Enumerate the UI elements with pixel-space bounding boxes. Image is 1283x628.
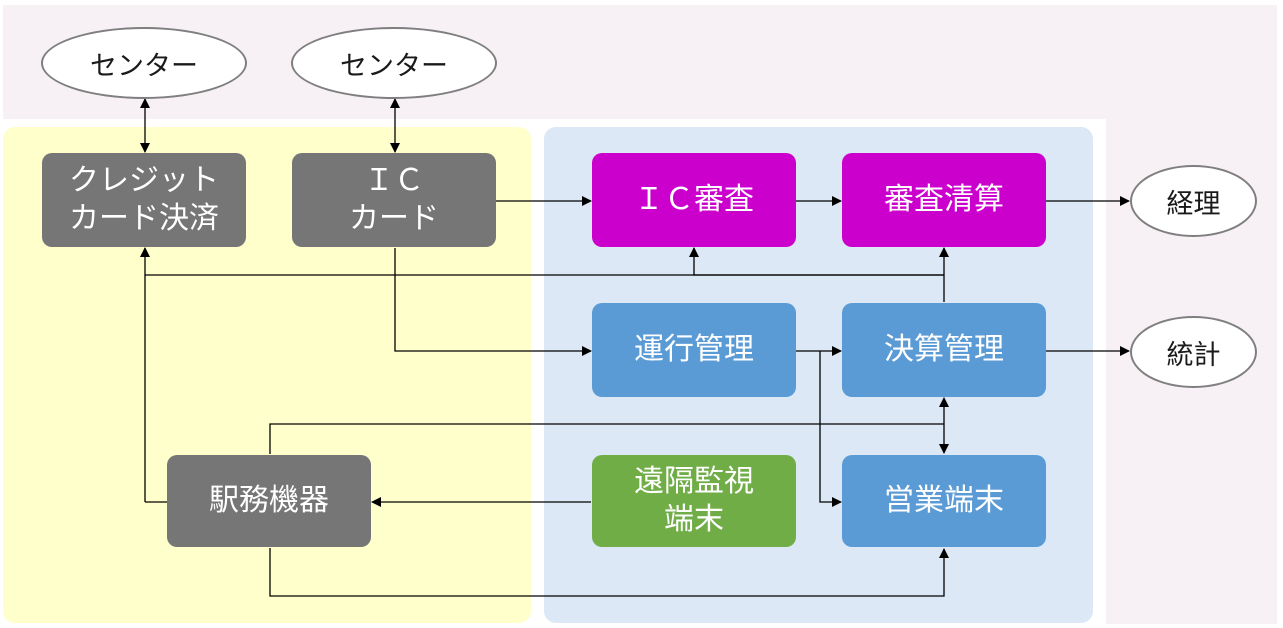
sales-terminal-box: 営業端末 <box>842 455 1046 547</box>
accounting-label: 経理 <box>1166 188 1221 220</box>
credit-label-line2: カード決済 <box>69 201 219 236</box>
center-node-1-label: センター <box>90 50 198 82</box>
audit-settlement-label: 審査清算 <box>884 182 1004 217</box>
remote-label-line1: 遠隔監視 <box>634 464 754 499</box>
ic-audit-box: ＩＣ審査 <box>592 153 796 247</box>
center-node-2-label: センター <box>340 50 448 82</box>
operation-management-box: 運行管理 <box>592 303 796 397</box>
remote-label-line2: 端末 <box>664 502 724 537</box>
ic-card-label-line2: カード <box>349 201 439 236</box>
center-node-2: センター <box>291 27 497 99</box>
operation-label: 運行管理 <box>634 332 754 367</box>
center-node-1: センター <box>41 27 247 99</box>
remote-monitoring-box: 遠隔監視 端末 <box>592 455 796 547</box>
settlement-management-box: 決算管理 <box>842 303 1046 397</box>
statistics-label: 統計 <box>1166 339 1221 371</box>
credit-label-line1: クレジット <box>69 163 219 198</box>
station-label: 駅務機器 <box>209 483 329 518</box>
settlement-label: 決算管理 <box>884 332 1004 367</box>
ic-card-box: ＩＣ カード <box>292 153 496 247</box>
ic-audit-label: ＩＣ審査 <box>634 182 754 217</box>
sales-label: 営業端末 <box>884 483 1004 518</box>
credit-card-settlement-box: クレジット カード決済 <box>42 153 246 247</box>
station-equipment-box: 駅務機器 <box>167 455 371 547</box>
ic-card-label-line1: ＩＣ <box>364 163 424 198</box>
audit-settlement-box: 審査清算 <box>842 153 1046 247</box>
accounting-node: 経理 <box>1130 165 1257 237</box>
statistics-node: 統計 <box>1130 316 1257 388</box>
